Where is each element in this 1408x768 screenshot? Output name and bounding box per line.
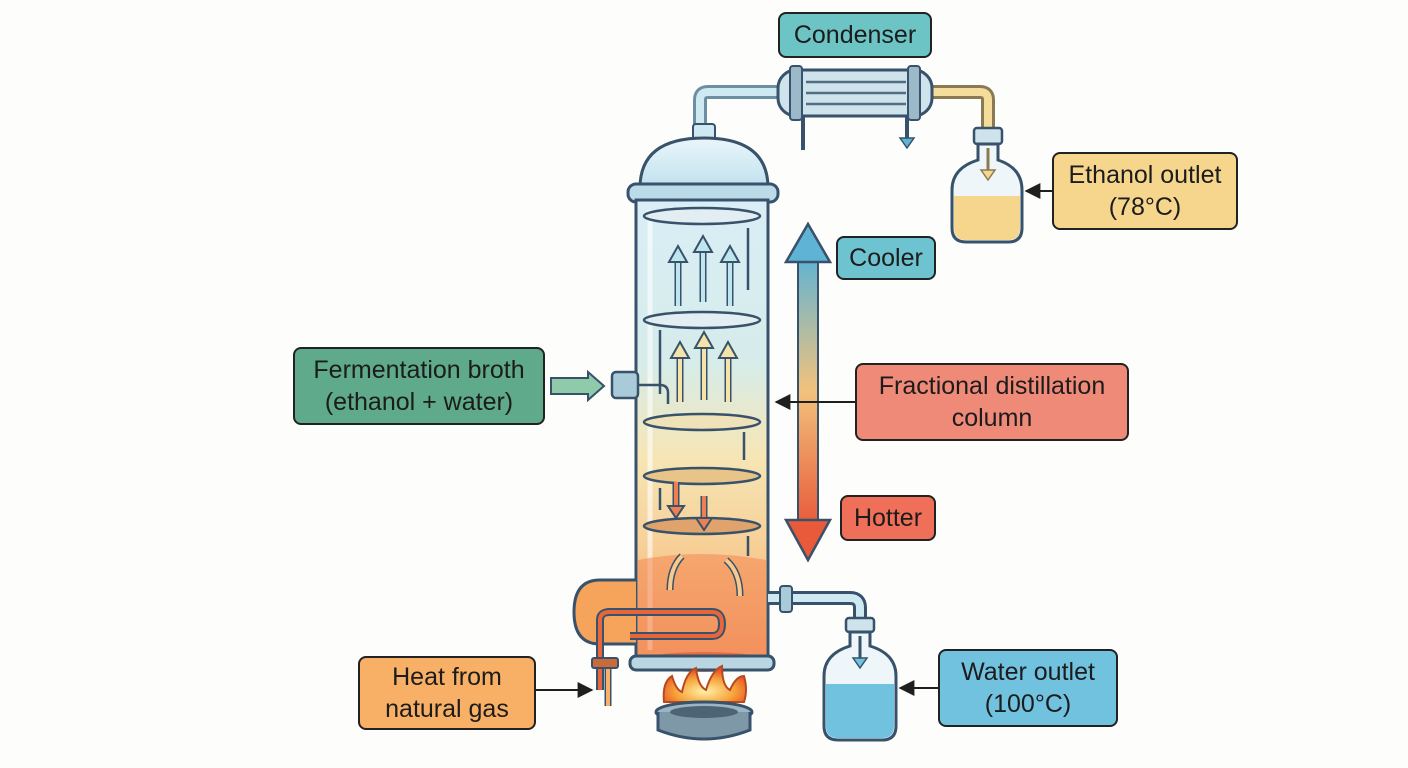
column-label: Fractional distillation column [855,363,1129,441]
ethanol-outlet-line2: (78°C) [1108,193,1182,221]
water-outlet-line2: (100°C) [984,690,1072,718]
heat-line1: Heat from [392,663,502,691]
cooler-label-text: Cooler [849,244,923,272]
cooler-label: Cooler [836,236,936,280]
ethanol-outlet-label: Ethanol outlet (78°C) [1052,152,1238,230]
fermentation-line1: Fermentation broth [313,356,525,384]
flask-icon [822,616,898,742]
condenser-icon [693,65,995,150]
heat-source-label: Heat from natural gas [358,656,536,730]
temperature-gradient-arrow-icon [783,221,833,563]
water-outlet-line1: Water outlet [961,658,1095,686]
hotter-label: Hotter [840,495,936,541]
column-line2: column [951,404,1033,432]
fermentation-broth-label: Fermentation broth (ethanol + water) [293,347,545,425]
flask-icon [950,126,1024,244]
water-outlet-label: Water outlet (100°C) [938,649,1118,727]
burner-flame-icon [654,664,754,741]
condenser-label-text: Condenser [793,21,917,49]
heat-line2: natural gas [385,695,509,723]
distillation-column-icon [550,123,867,706]
ethanol-outlet-line1: Ethanol outlet [1068,161,1222,189]
column-line1: Fractional distillation [878,372,1106,400]
condenser-label: Condenser [778,12,932,58]
hotter-label-text: Hotter [853,504,923,532]
fermentation-line2: (ethanol + water) [324,388,514,416]
